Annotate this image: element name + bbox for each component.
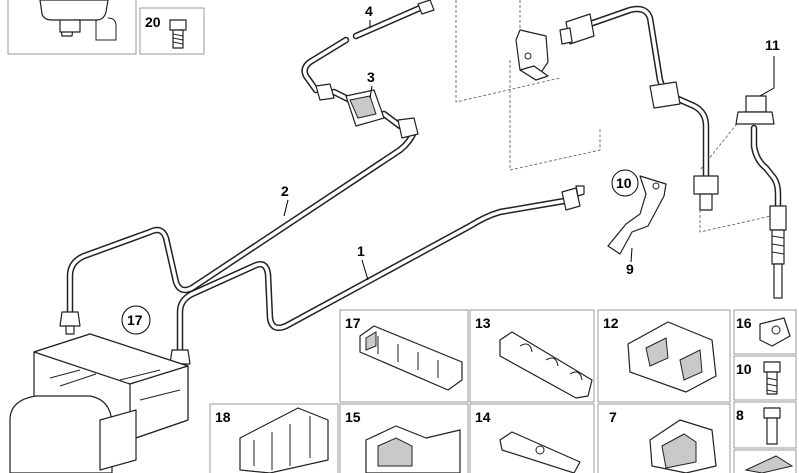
svg-text:4: 4 — [365, 3, 373, 19]
callout-9: 9 — [626, 247, 634, 277]
box-item-15: 15 — [339, 403, 469, 473]
brake-hose-upper — [559, 5, 719, 211]
callout-4: 4 — [365, 3, 373, 28]
box-bottom-right-clip — [733, 449, 797, 473]
callout-17: 17 — [121, 305, 151, 335]
abs-unit — [9, 333, 189, 473]
dashed-guides — [455, 0, 781, 233]
callout-2: 2 — [281, 183, 289, 217]
box-item-17: 17 — [339, 309, 469, 403]
box-item-20: 20 — [139, 7, 205, 55]
brake-pipe-1 — [176, 196, 574, 356]
callout-10: 10 — [611, 169, 639, 197]
callout-3: 3 — [367, 69, 375, 99]
item-13-number: 13 — [475, 315, 491, 331]
brake-hose-11 — [735, 95, 787, 299]
item-18-number: 18 — [215, 409, 231, 425]
bracket-upper — [515, 29, 549, 81]
box-item-8: 8 — [733, 401, 797, 449]
svg-text:3: 3 — [367, 69, 375, 85]
item-8-number: 8 — [736, 407, 744, 423]
brake-pipe-4 — [352, 0, 435, 40]
svg-text:11: 11 — [765, 37, 780, 53]
item-17-number: 17 — [345, 315, 361, 331]
svg-text:9: 9 — [626, 261, 634, 277]
box-item-16: 16 — [733, 309, 797, 355]
callout-1: 1 — [357, 243, 369, 281]
svg-text:2: 2 — [281, 183, 289, 199]
box-top-left-clip — [7, 0, 137, 55]
box-item-18: 18 — [209, 403, 339, 473]
box-item-12: 12 — [597, 309, 731, 403]
item-7-number: 7 — [609, 409, 617, 425]
box-item-14: 14 — [469, 403, 595, 473]
item-16-number: 16 — [736, 315, 752, 331]
box-item-13: 13 — [469, 309, 595, 403]
box-item-7: 7 — [597, 403, 731, 473]
box-item-10: 10 — [733, 355, 797, 401]
svg-text:17: 17 — [127, 312, 143, 328]
svg-text:10: 10 — [616, 175, 632, 191]
item-15-number: 15 — [345, 409, 361, 425]
item-14-number: 14 — [475, 409, 491, 425]
item-10-number: 10 — [736, 361, 752, 377]
svg-text:1: 1 — [357, 243, 365, 259]
bracket-9 — [607, 175, 667, 255]
item-12-number: 12 — [603, 315, 619, 331]
item-20-number: 20 — [145, 14, 161, 30]
bolt-icon — [169, 19, 187, 49]
brake-pipe-2 — [66, 128, 418, 316]
callout-11: 11 — [759, 37, 780, 97]
